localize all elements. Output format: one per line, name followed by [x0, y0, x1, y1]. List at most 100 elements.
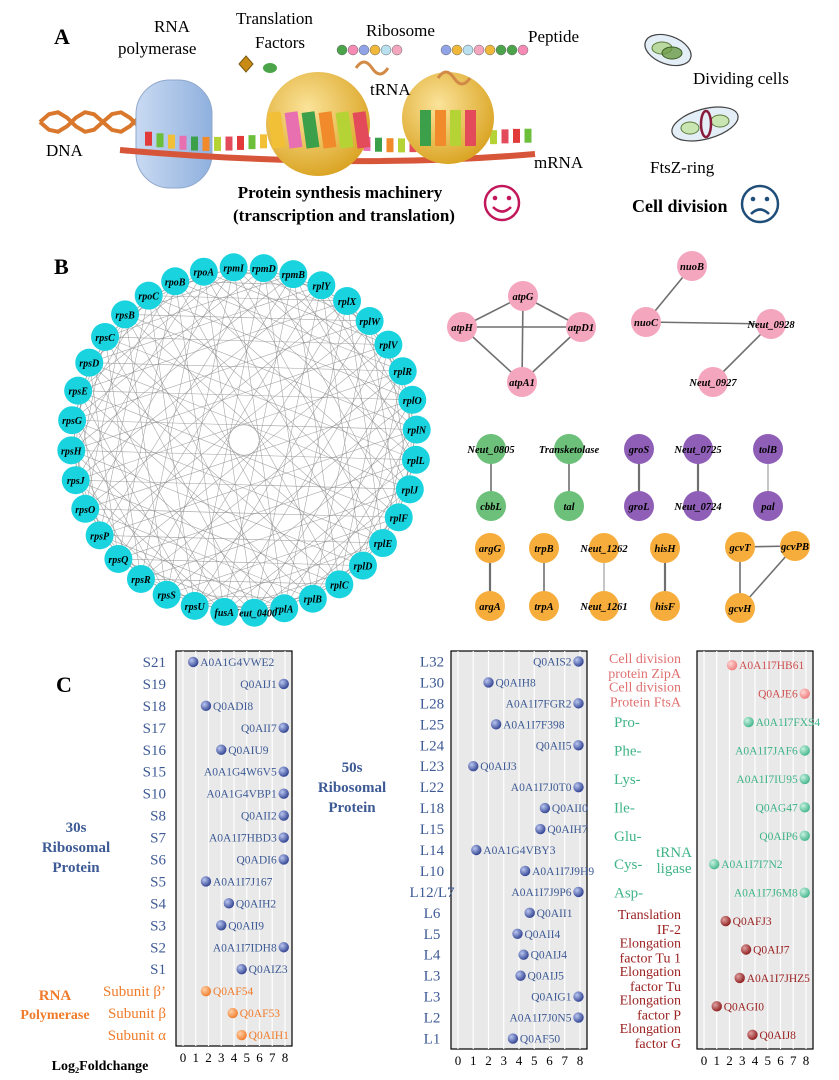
point-label: A0A1G4VBP1: [206, 789, 277, 801]
gene-node: [529, 591, 559, 621]
data-point: [216, 920, 227, 931]
network-edge: [174, 281, 225, 612]
category-label: Ile-: [614, 800, 635, 816]
network-node-label: rpoB: [165, 277, 186, 288]
face-outline: [483, 184, 521, 222]
network-edge: [104, 273, 294, 338]
category-label: factor G: [635, 1037, 681, 1052]
gene-node: [756, 309, 786, 339]
network-edge: [283, 399, 413, 609]
network-edge: [118, 281, 176, 560]
point-label: Q0AF54: [213, 986, 254, 998]
point-label: Q0AII1: [537, 908, 573, 920]
network-node: [374, 330, 403, 359]
network-edge: [166, 399, 413, 595]
network-node: [240, 598, 269, 627]
x-axis-label: Log₂Foldchange: [52, 1059, 149, 1074]
data-point: [573, 991, 584, 1002]
category-label: L3: [424, 969, 441, 985]
gene-node: [507, 367, 537, 397]
network-edge: [233, 267, 285, 609]
network-node: [71, 494, 100, 523]
network-node: [219, 253, 248, 282]
x-tick-label: 8: [282, 1050, 289, 1065]
category-label: Subunit β’: [103, 984, 166, 1000]
point-label: Q0AII9: [228, 920, 264, 932]
data-point: [573, 781, 584, 793]
nucleotide: [237, 135, 244, 150]
category-label: S8: [150, 809, 166, 825]
gene-node-label: Neut_0805: [466, 445, 514, 456]
data-point: [573, 740, 584, 751]
translation-factors-label: Factors: [255, 33, 305, 52]
x-tick-label: 3: [501, 1053, 508, 1068]
gene-node: [624, 434, 654, 464]
x-tick-label: 3: [218, 1050, 225, 1065]
dna-strand: [38, 110, 150, 134]
category-label: factor P: [637, 1008, 681, 1023]
network-node: [104, 544, 133, 573]
dividing-cells-label: Dividing cells: [693, 69, 789, 88]
peptide-bead: [495, 44, 507, 56]
category-label: Glu-: [614, 829, 642, 845]
data-point: [490, 719, 502, 730]
category-label: S17: [143, 721, 167, 737]
network-edge: [263, 268, 314, 599]
point-label: A0A1I7IU95: [736, 774, 798, 786]
x-tick-label: 2: [726, 1053, 733, 1068]
network-edge: [71, 344, 389, 451]
network-node-label: rpoC: [138, 292, 159, 303]
peptide-bead: [451, 44, 463, 56]
data-point: [573, 886, 584, 898]
dividing-cell: [671, 106, 739, 142]
machinery-label: Protein synthesis machinery: [238, 183, 443, 202]
network-edge: [99, 295, 149, 536]
eye: [764, 196, 770, 202]
network-edge: [148, 295, 314, 599]
network-edge: [148, 295, 399, 518]
network-edge: [77, 390, 195, 606]
point-label: A0A1I7J9H9: [532, 866, 594, 878]
network-node-label: rplE: [374, 539, 393, 550]
x-tick-label: 0: [701, 1053, 708, 1068]
network-node-label: rpsQ: [108, 555, 128, 566]
network-edge: [75, 479, 225, 613]
panel-a-label: A: [54, 24, 70, 49]
data-point: [799, 688, 810, 699]
gene-node: [476, 491, 506, 521]
network-node-label: rplD: [353, 562, 372, 573]
network-node: [307, 271, 336, 300]
data-point: [747, 1029, 758, 1040]
data-point: [216, 744, 227, 755]
category-label: Elongation: [620, 1022, 681, 1037]
network-node: [111, 300, 140, 329]
network-edge: [99, 267, 265, 536]
network-edge: [71, 267, 264, 421]
gene-node-label: cbbL: [480, 502, 502, 513]
nucleotide: [191, 136, 198, 151]
network-edge: [104, 336, 255, 613]
network-edge: [72, 419, 417, 430]
point-label: Q0AIH7: [547, 824, 587, 836]
network-node: [189, 257, 218, 286]
data-point: [278, 788, 289, 799]
x-tick-label: 4: [516, 1053, 523, 1068]
nucleotide: [168, 134, 175, 149]
network-node-label: rpsG: [62, 416, 83, 427]
gene-node-label: hisF: [655, 602, 675, 613]
category-label: Cell division: [609, 652, 681, 667]
network-edge: [71, 450, 416, 461]
network-edge: [194, 320, 370, 606]
point-label: Q0AFJ3: [733, 916, 772, 928]
network-node-label: rpsO: [75, 505, 95, 516]
eye: [506, 195, 512, 201]
data-point: [518, 949, 529, 960]
gene-node: [683, 491, 713, 521]
network-node: [58, 406, 87, 435]
group-label: Protein: [52, 860, 100, 876]
network-node: [388, 357, 417, 386]
group-label: 30s: [66, 820, 87, 836]
network-edge: [71, 273, 294, 451]
trna-shape: [284, 111, 303, 149]
group-label: Ribosomal: [318, 780, 386, 796]
